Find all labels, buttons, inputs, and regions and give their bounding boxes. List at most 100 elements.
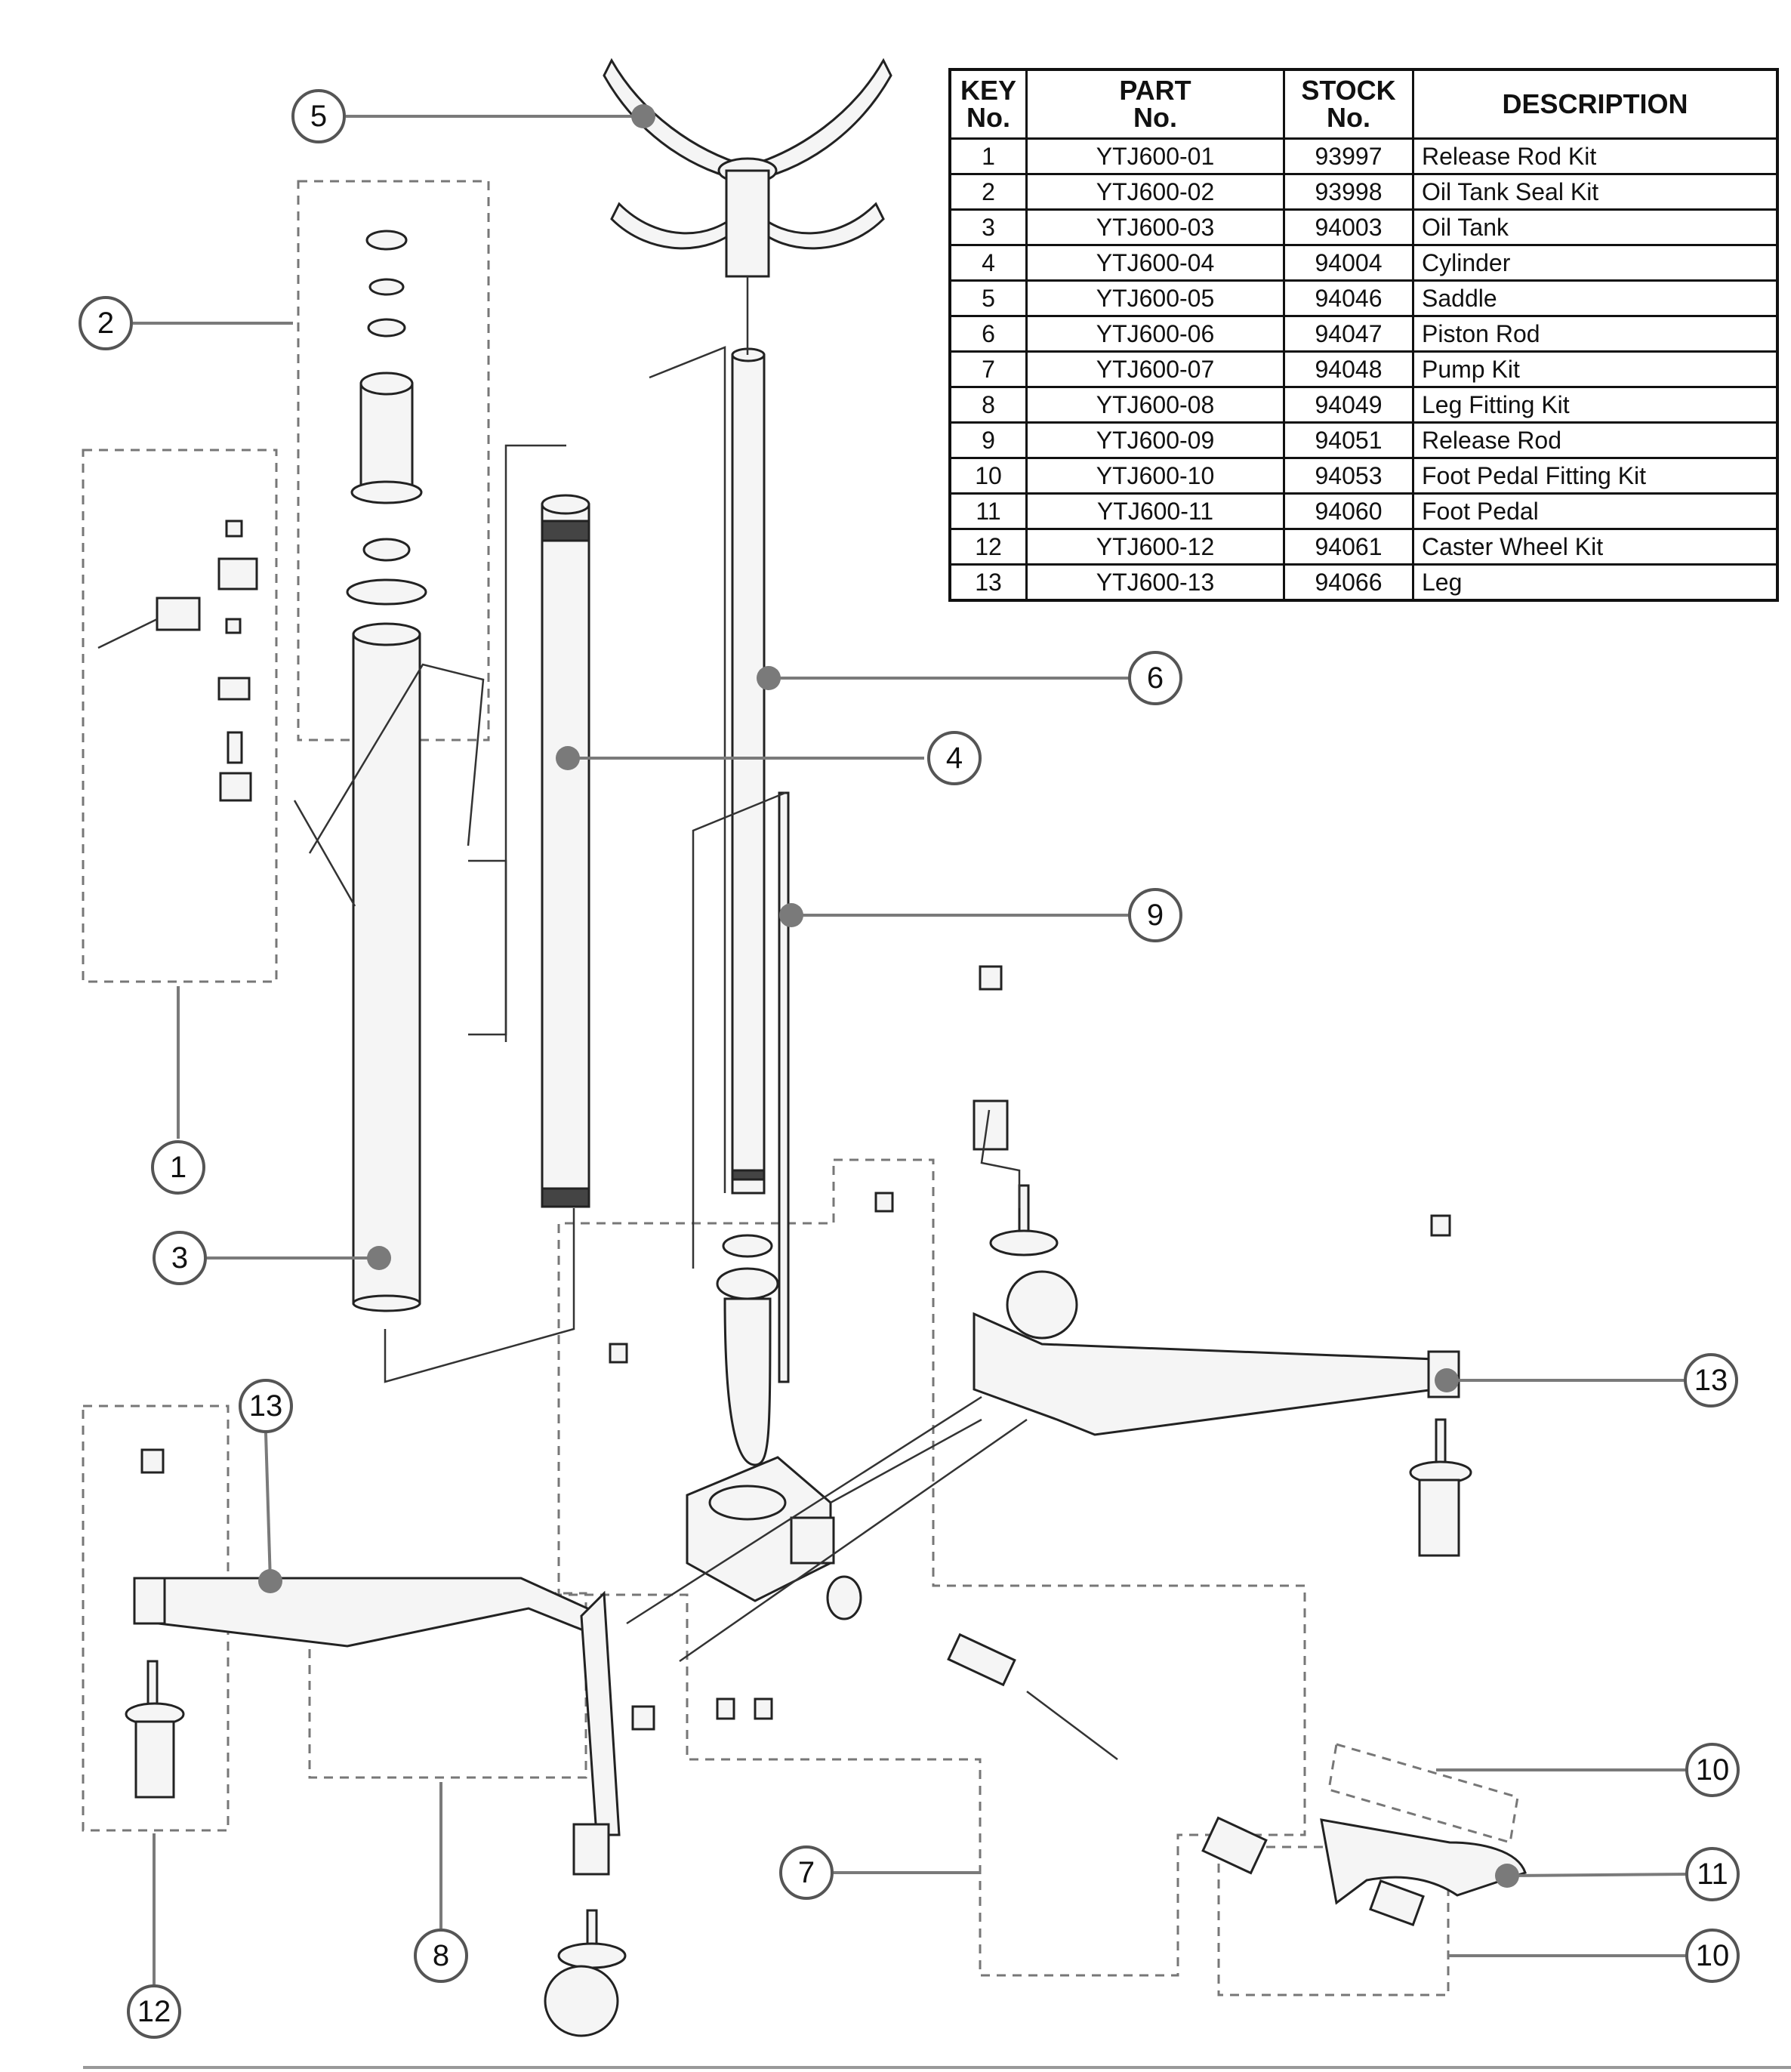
description-cell: Piston Rod bbox=[1412, 315, 1779, 353]
callout-13-right: 13 bbox=[1684, 1353, 1738, 1408]
callout-10-bottom: 10 bbox=[1685, 1929, 1740, 1983]
stock-no-cell: 94066 bbox=[1283, 563, 1414, 602]
key-no-cell: 11 bbox=[948, 492, 1028, 530]
description-cell: Oil Tank bbox=[1412, 208, 1779, 246]
stock-no-cell: 94060 bbox=[1283, 492, 1414, 530]
key-no-cell: 8 bbox=[948, 386, 1028, 424]
part-no-cell: YTJ600-01 bbox=[1025, 137, 1285, 175]
part-no-cell: YTJ600-09 bbox=[1025, 421, 1285, 459]
description-cell: Pump Kit bbox=[1412, 350, 1779, 388]
svg-text:10: 10 bbox=[1696, 1753, 1730, 1787]
callout-11: 11 bbox=[1685, 1847, 1740, 1901]
part-no-cell: YTJ600-03 bbox=[1025, 208, 1285, 246]
callout-7: 7 bbox=[779, 1845, 834, 1900]
part-no-cell: YTJ600-08 bbox=[1025, 386, 1285, 424]
cylinder bbox=[541, 494, 590, 1208]
casters bbox=[125, 965, 1472, 2037]
foot-pedal bbox=[1320, 1818, 1527, 1926]
kit-box-release-rod-kit bbox=[82, 449, 278, 983]
piston-rod bbox=[731, 347, 766, 1195]
release-rod bbox=[778, 791, 790, 1383]
part-no-cell: YTJ600-10 bbox=[1025, 457, 1285, 495]
oil-tank bbox=[293, 622, 485, 1312]
description-cell: Saddle bbox=[1412, 279, 1779, 317]
description-cell: Foot Pedal bbox=[1412, 492, 1779, 530]
key-no-cell: 10 bbox=[948, 457, 1028, 495]
part-no-cell: YTJ600-11 bbox=[1025, 492, 1285, 530]
part-no-cell: YTJ600-13 bbox=[1025, 563, 1285, 602]
description-cell: Foot Pedal Fitting Kit bbox=[1412, 457, 1779, 495]
key-no-cell: 3 bbox=[948, 208, 1028, 246]
callout-5: 5 bbox=[291, 89, 346, 143]
callout-2: 2 bbox=[79, 296, 133, 350]
callout-4: 4 bbox=[927, 731, 982, 785]
stock-no-cell: 94051 bbox=[1283, 421, 1414, 459]
callout-8: 8 bbox=[414, 1929, 468, 1983]
key-no-cell: 9 bbox=[948, 421, 1028, 459]
callout-10-top: 10 bbox=[1685, 1743, 1740, 1797]
stock-no-cell: 94047 bbox=[1283, 315, 1414, 353]
header-description: DESCRIPTION bbox=[1412, 68, 1779, 140]
saddle bbox=[603, 57, 892, 278]
stock-no-cell: 94049 bbox=[1283, 386, 1414, 424]
part-no-cell: YTJ600-02 bbox=[1025, 173, 1285, 211]
description-cell: Oil Tank Seal Kit bbox=[1412, 173, 1779, 211]
svg-text:1: 1 bbox=[170, 1151, 186, 1184]
part-no-cell: YTJ600-07 bbox=[1025, 350, 1285, 388]
description-cell: Release Rod Kit bbox=[1412, 137, 1779, 175]
stock-no-cell: 93998 bbox=[1283, 173, 1414, 211]
svg-text:13: 13 bbox=[249, 1389, 283, 1423]
key-no-cell: 13 bbox=[948, 563, 1028, 602]
callout-1: 1 bbox=[151, 1140, 205, 1195]
description-cell: Caster Wheel Kit bbox=[1412, 528, 1779, 566]
key-no-cell: 2 bbox=[948, 173, 1028, 211]
callout-3: 3 bbox=[153, 1231, 207, 1285]
key-no-cell: 4 bbox=[948, 244, 1028, 282]
assembly-lines bbox=[384, 276, 1021, 1383]
svg-text:12: 12 bbox=[137, 1995, 171, 2028]
svg-text:8: 8 bbox=[433, 1939, 449, 1972]
svg-text:9: 9 bbox=[1147, 899, 1164, 932]
stock-no-cell: 93997 bbox=[1283, 137, 1414, 175]
pump-kit-parts bbox=[609, 1192, 1268, 1875]
description-cell: Release Rod bbox=[1412, 421, 1779, 459]
oil-tank-seals bbox=[346, 230, 427, 606]
stock-no-cell: 94048 bbox=[1283, 350, 1414, 388]
description-cell: Leg bbox=[1412, 563, 1779, 602]
svg-text:7: 7 bbox=[798, 1856, 815, 1889]
key-no-cell: 6 bbox=[948, 315, 1028, 353]
description-cell: Leg Fitting Kit bbox=[1412, 386, 1779, 424]
leader-lines bbox=[133, 104, 1688, 1989]
key-no-cell: 5 bbox=[948, 279, 1028, 317]
stock-no-cell: 94053 bbox=[1283, 457, 1414, 495]
part-no-cell: YTJ600-05 bbox=[1025, 279, 1285, 317]
svg-text:5: 5 bbox=[310, 100, 327, 133]
part-no-cell: YTJ600-12 bbox=[1025, 528, 1285, 566]
description-cell: Cylinder bbox=[1412, 244, 1779, 282]
svg-text:6: 6 bbox=[1147, 661, 1164, 695]
release-rod-kit-parts bbox=[97, 520, 258, 802]
svg-text:2: 2 bbox=[97, 307, 114, 340]
key-no-cell: 1 bbox=[948, 137, 1028, 175]
stock-no-cell: 94003 bbox=[1283, 208, 1414, 246]
part-no-cell: YTJ600-06 bbox=[1025, 315, 1285, 353]
callout-13-left: 13 bbox=[239, 1379, 293, 1433]
svg-text:10: 10 bbox=[1696, 1939, 1730, 1972]
